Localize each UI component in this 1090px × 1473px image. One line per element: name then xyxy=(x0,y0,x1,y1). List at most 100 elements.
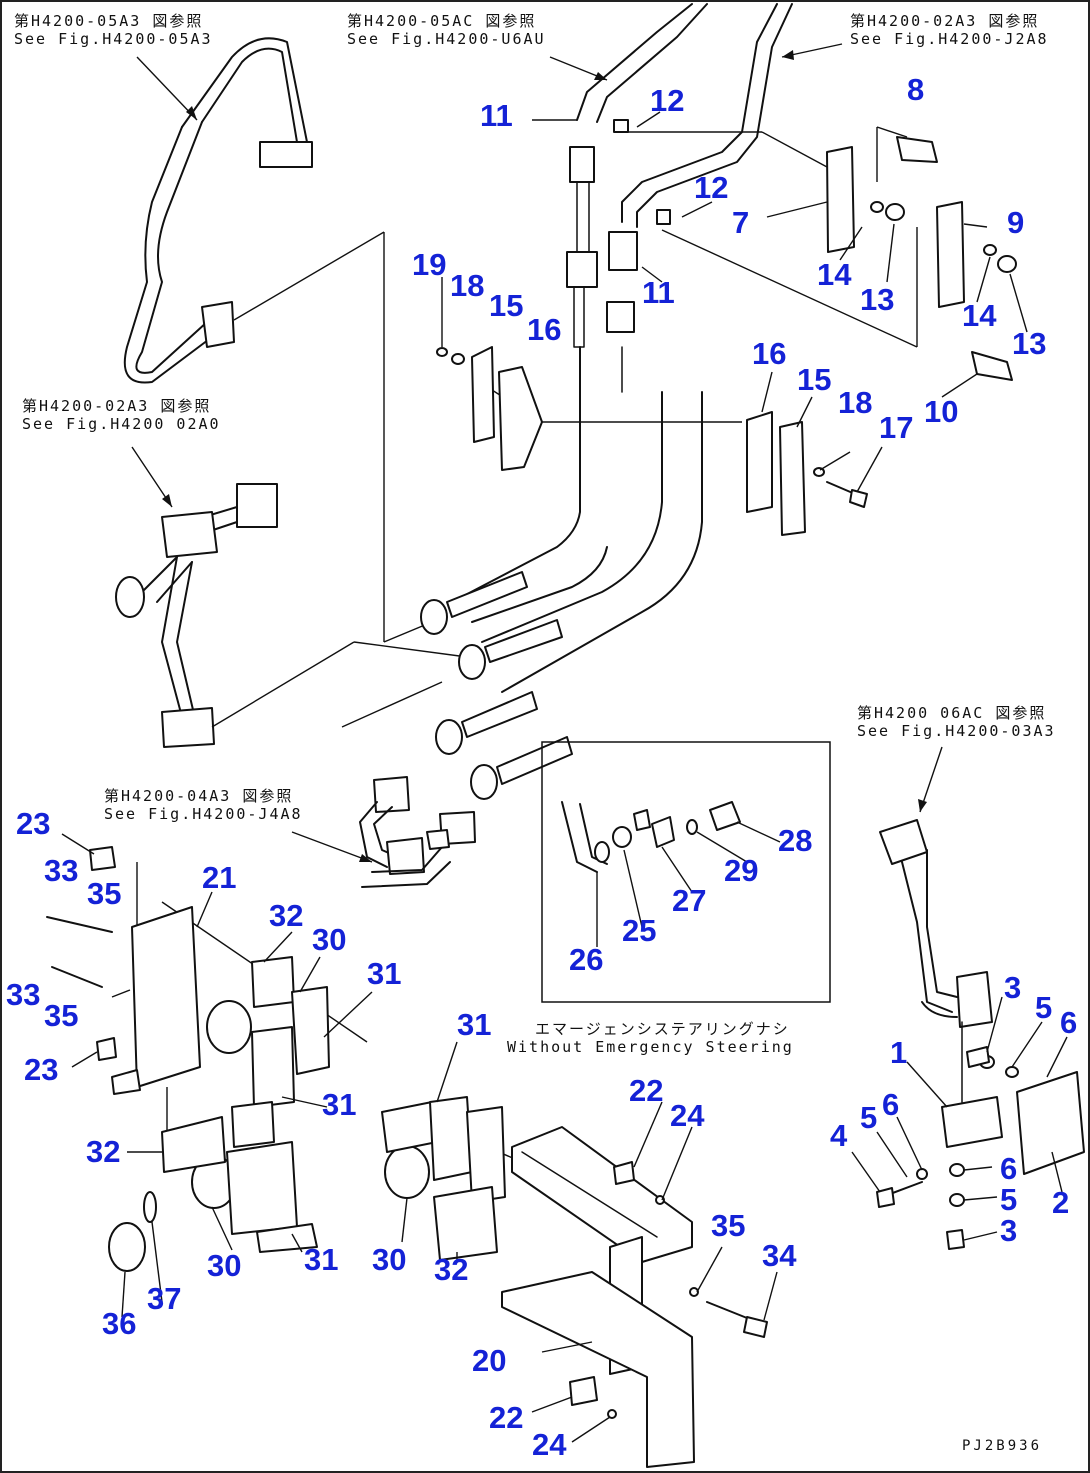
callout-30: 30 xyxy=(312,922,347,957)
reference-en: See Fig.H4200-U6AU xyxy=(347,30,546,48)
callout-10: 10 xyxy=(924,394,959,429)
callout-35: 35 xyxy=(44,998,79,1033)
callout-2: 2 xyxy=(1052,1185,1070,1220)
reference-jp: 第H4200-02A3 図参照 xyxy=(22,397,212,415)
callout-6: 6 xyxy=(1060,1005,1078,1040)
reference-arrows xyxy=(131,43,943,863)
reference-en: See Fig.H4200 02A0 xyxy=(22,415,221,433)
callout-31: 31 xyxy=(457,1007,492,1042)
reference-jp: 第H4200-04A3 図参照 xyxy=(104,787,294,805)
callout-13: 13 xyxy=(860,282,895,317)
drawing-number: PJ2B936 xyxy=(962,1438,1043,1454)
callout-31: 31 xyxy=(367,956,402,991)
reference-note-top-center: 第H4200-05AC 図参照 See Fig.H4200-U6AU xyxy=(347,12,546,48)
hose-fittings-center xyxy=(420,571,573,800)
callout-33: 33 xyxy=(44,853,79,888)
callout-3: 3 xyxy=(1000,1213,1018,1248)
callout-6: 6 xyxy=(882,1087,900,1122)
callout-15: 15 xyxy=(797,362,832,397)
callout-22: 22 xyxy=(489,1400,524,1435)
callout-3: 3 xyxy=(1004,970,1022,1005)
reference-jp: 第H4200-05AC 図参照 xyxy=(347,12,537,30)
callout-28: 28 xyxy=(778,823,813,858)
pipe-lower-left xyxy=(359,776,476,888)
callout-11: 11 xyxy=(480,98,513,133)
callout-13: 13 xyxy=(1012,326,1047,361)
callout-17: 17 xyxy=(879,410,914,445)
inset-parts xyxy=(561,801,741,873)
reference-note-mid-left: 第H4200-02A3 図参照 See Fig.H4200 02A0 xyxy=(22,397,221,433)
callout-14: 14 xyxy=(962,298,997,333)
callout-32: 32 xyxy=(434,1252,469,1287)
callout-19: 19 xyxy=(412,247,447,282)
reference-en: See Fig.H4200-J4A8 xyxy=(104,805,303,823)
callout-14: 14 xyxy=(817,257,852,292)
pipe-top-left xyxy=(123,37,313,384)
clamps-right xyxy=(613,119,1017,536)
inset-caption-jp: エマージェンシステアリングナシ xyxy=(535,1020,790,1038)
callout-31: 31 xyxy=(322,1087,357,1122)
callout-26: 26 xyxy=(569,942,604,977)
callout-35: 35 xyxy=(711,1208,746,1243)
bracket-right xyxy=(876,819,1085,1250)
callout-9: 9 xyxy=(1007,205,1025,240)
callout-4: 4 xyxy=(830,1118,848,1153)
inset-caption: エマージェンシステアリングナシ Without Emergency Steeri… xyxy=(507,1020,794,1056)
callout-35: 35 xyxy=(87,876,122,911)
callout-leaders xyxy=(61,111,1068,1443)
reference-note-top-left: 第H4200-05A3 図参照 See Fig.H4200-05A3 xyxy=(14,12,213,48)
reference-en: See Fig.H4200-05A3 xyxy=(14,30,213,48)
callout-25: 25 xyxy=(622,913,657,948)
pump-center xyxy=(381,1096,506,1261)
callout-21: 21 xyxy=(202,860,237,895)
frame-bracket xyxy=(501,1126,768,1468)
callout-30: 30 xyxy=(207,1248,242,1283)
callout-20: 20 xyxy=(472,1343,507,1378)
callout-29: 29 xyxy=(724,853,759,888)
callout-6: 6 xyxy=(1000,1151,1018,1186)
reference-jp: 第H4200-05A3 図参照 xyxy=(14,12,204,30)
reference-note-top-right: 第H4200-02A3 図参照 See Fig.H4200-J2A8 xyxy=(850,12,1049,48)
reference-en: See Fig.H4200-03A3 xyxy=(857,722,1056,740)
callout-37: 37 xyxy=(147,1281,182,1316)
callout-33: 33 xyxy=(6,977,41,1012)
callout-15: 15 xyxy=(489,288,524,323)
callout-27: 27 xyxy=(672,883,707,918)
callout-23: 23 xyxy=(16,806,51,841)
callout-16: 16 xyxy=(527,312,562,347)
callout-11: 11 xyxy=(642,275,675,310)
callout-22: 22 xyxy=(629,1073,664,1108)
reference-note-right: 第H4200 06AC 図参照 See Fig.H4200-03A3 xyxy=(857,704,1056,740)
callout-31: 31 xyxy=(304,1242,339,1277)
inset-caption-en: Without Emergency Steering xyxy=(507,1038,794,1056)
reference-jp: 第H4200-02A3 図参照 xyxy=(850,12,1040,30)
reference-en: See Fig.H4200-J2A8 xyxy=(850,30,1049,48)
callout-32: 32 xyxy=(269,898,304,933)
callout-32: 32 xyxy=(86,1134,121,1169)
pipes-top-center xyxy=(451,3,793,693)
callout-18: 18 xyxy=(838,385,873,420)
callout-5: 5 xyxy=(860,1100,878,1135)
inset-frame xyxy=(541,741,831,1003)
reference-note-lower-left: 第H4200-04A3 図参照 See Fig.H4200-J4A8 xyxy=(104,787,303,823)
callout-36: 36 xyxy=(102,1306,137,1341)
callout-5: 5 xyxy=(1000,1182,1018,1217)
callout-1: 1 xyxy=(890,1035,908,1070)
callout-16: 16 xyxy=(752,336,787,371)
callout-34: 34 xyxy=(762,1238,797,1273)
callout-24: 24 xyxy=(670,1098,705,1133)
mount-plate-left xyxy=(46,846,330,1272)
callout-18: 18 xyxy=(450,268,485,303)
callout-12: 12 xyxy=(650,83,685,118)
reference-jp: 第H4200 06AC 図参照 xyxy=(857,704,1047,722)
callout-8: 8 xyxy=(907,72,925,107)
callout-24: 24 xyxy=(532,1427,567,1462)
callout-23: 23 xyxy=(24,1052,59,1087)
callout-5: 5 xyxy=(1035,990,1053,1025)
callout-12: 12 xyxy=(694,170,729,205)
callout-30: 30 xyxy=(372,1242,407,1277)
callout-7: 7 xyxy=(732,205,750,240)
clamps-top-center xyxy=(436,346,543,471)
